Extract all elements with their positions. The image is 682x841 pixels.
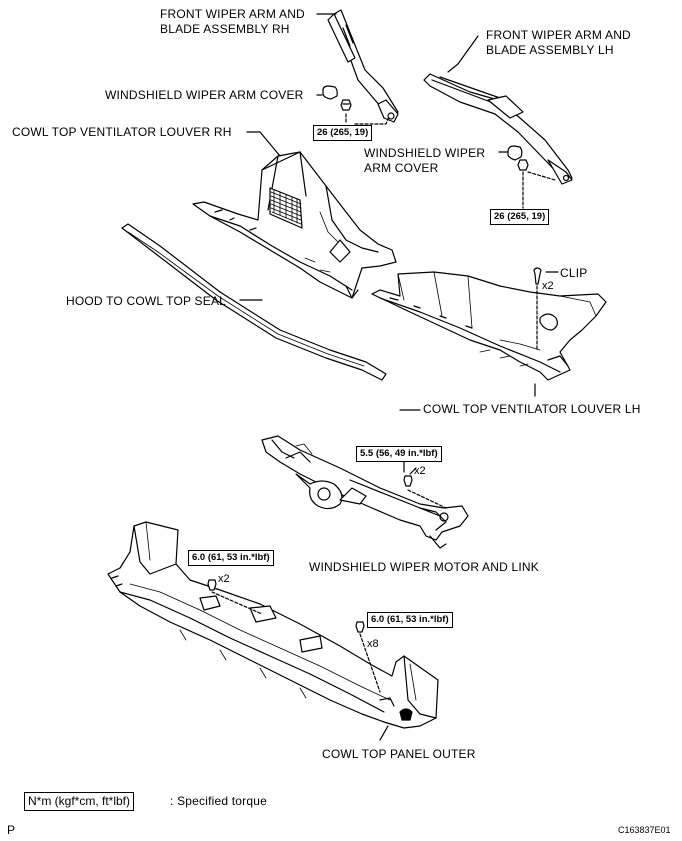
torque-box-panel-right: 6.0 (61, 53 in.*lbf) bbox=[367, 612, 453, 628]
wiper-arm-nut-lh bbox=[517, 159, 529, 171]
wiper-arm-nut-rh bbox=[340, 99, 352, 111]
label-front-wiper-rh-line1: FRONT WIPER ARM AND bbox=[160, 7, 305, 21]
legend-unit-box: N*m (kgf*cm, ft*lbf) bbox=[24, 792, 135, 811]
qty-motor: x2 bbox=[414, 465, 426, 477]
label-wiper-arm-cover-lh-line1: WINDSHIELD WIPER bbox=[364, 146, 486, 160]
wiper-motor-link bbox=[261, 435, 469, 549]
cowl-louver-rh bbox=[192, 151, 397, 299]
panel-bolt-right bbox=[355, 621, 365, 633]
label-front-wiper-lh-line1: FRONT WIPER ARM AND bbox=[486, 28, 631, 42]
figure-code: C163837E01 bbox=[618, 825, 671, 835]
qty-panel-right: x8 bbox=[367, 638, 379, 650]
label-clip: CLIP bbox=[560, 266, 588, 280]
torque-box-arm-rh: 26 (265, 19) bbox=[313, 125, 373, 141]
footer-page-mark: P bbox=[7, 823, 16, 837]
cowl-panel-outer bbox=[107, 521, 439, 729]
front-wiper-arm-lh bbox=[423, 73, 573, 185]
qty-clip: x2 bbox=[542, 280, 554, 292]
panel-bolt-left bbox=[207, 579, 217, 591]
motor-bolt bbox=[403, 475, 413, 487]
label-front-wiper-rh-line2: BLADE ASSEMBLY RH bbox=[160, 22, 290, 36]
label-cowl-louver-lh: COWL TOP VENTILATOR LOUVER LH bbox=[423, 402, 641, 416]
label-cowl-louver-rh: COWL TOP VENTILATOR LOUVER RH bbox=[12, 125, 232, 139]
legend-description: : Specified torque bbox=[170, 794, 267, 808]
qty-panel-left: x2 bbox=[218, 573, 230, 585]
torque-box-panel-left: 6.0 (61, 53 in.*lbf) bbox=[188, 550, 274, 566]
wiper-arm-cover-rh bbox=[316, 85, 338, 100]
wiper-arm-cover-lh bbox=[498, 145, 523, 161]
label-wiper-arm-cover-lh-line2: ARM COVER bbox=[364, 161, 439, 175]
label-front-wiper-lh-line2: BLADE ASSEMBLY LH bbox=[486, 43, 614, 57]
label-hood-seal: HOOD TO COWL TOP SEAL bbox=[66, 294, 227, 308]
front-wiper-arm-rh bbox=[327, 9, 399, 123]
label-cowl-panel-outer: COWL TOP PANEL OUTER bbox=[322, 747, 476, 761]
cowl-louver-lh bbox=[371, 271, 607, 381]
torque-box-arm-lh: 26 (265, 19) bbox=[490, 209, 550, 225]
torque-box-motor: 5.5 (56, 49 in.*lbf) bbox=[356, 446, 442, 462]
label-wiper-motor: WINDSHIELD WIPER MOTOR AND LINK bbox=[309, 560, 540, 574]
label-wiper-arm-cover-rh: WINDSHIELD WIPER ARM COVER bbox=[105, 88, 304, 102]
hood-to-cowl-seal bbox=[121, 223, 387, 381]
clip-fastener bbox=[533, 267, 542, 285]
